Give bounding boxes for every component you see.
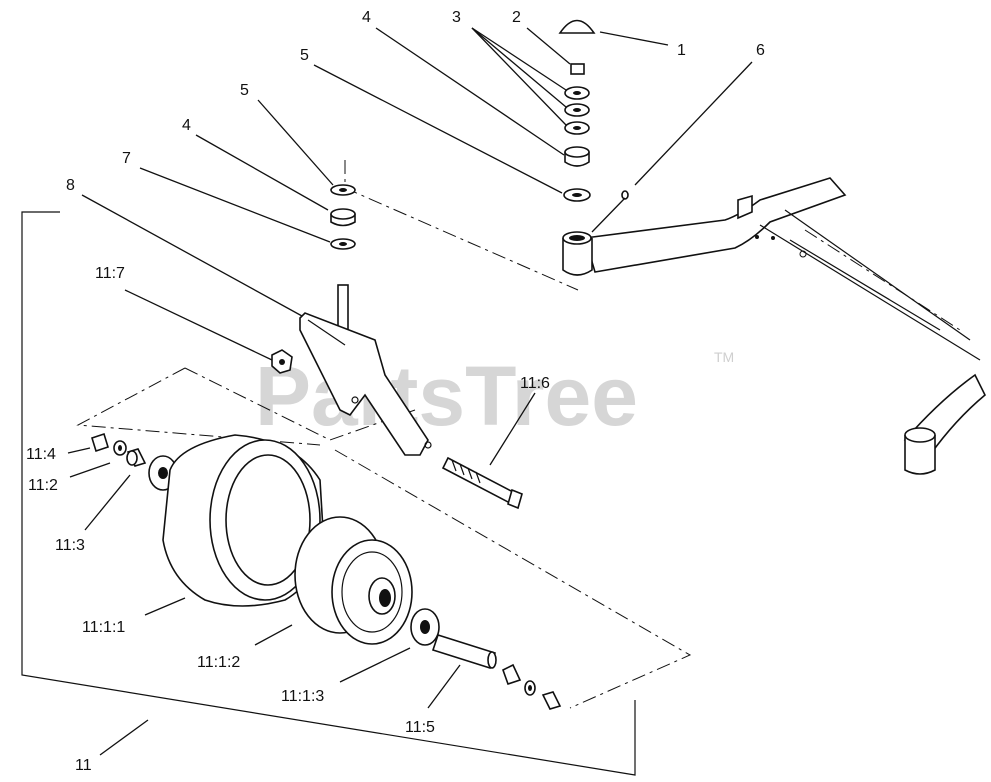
callout-11-6: 11:6 <box>520 375 550 392</box>
callout-11-2: 11:2 <box>28 477 58 494</box>
callout-11-1-2: 11:1:2 <box>197 654 240 671</box>
axle-tube-11-5 <box>431 634 497 669</box>
seal-11-2-left <box>113 440 127 456</box>
callout-11-3: 11:3 <box>55 537 85 554</box>
washers-3 <box>564 86 590 135</box>
watermark-text: PartsTree <box>255 349 638 443</box>
frame-arm <box>583 177 986 475</box>
callout-11-1-1: 11:1:1 <box>82 619 125 636</box>
callout-7: 7 <box>122 150 131 167</box>
caster-fork-8 <box>299 284 432 456</box>
bearing-11-3-left <box>126 448 147 467</box>
spacer-11-1-3 <box>410 608 440 646</box>
leader-lines <box>67 27 753 756</box>
callout-5-upper: 5 <box>300 47 309 64</box>
callout-11-1-3: 11:1:3 <box>281 688 324 705</box>
callout-11-7: 11:7 <box>95 265 125 282</box>
callout-11-5: 11:5 <box>405 719 435 736</box>
watermark-trademark: TM <box>714 349 734 365</box>
bolt-11-6 <box>441 456 523 510</box>
callout-4-upper: 4 <box>362 9 371 26</box>
tire-11-1-1 <box>162 434 324 607</box>
nut-2 <box>570 63 585 75</box>
bearing-4-upper <box>564 146 590 167</box>
nut-11-7 <box>271 349 293 374</box>
bearing-4-lower <box>330 208 356 227</box>
callout-3: 3 <box>452 9 461 26</box>
cap-1 <box>558 19 596 34</box>
callout-11: 11 <box>75 757 92 774</box>
spacer-11-4-left <box>91 432 109 453</box>
washer-5-lower <box>330 184 356 196</box>
callout-8: 8 <box>66 177 75 194</box>
grease-fitting <box>621 190 629 200</box>
callout-4-lower: 4 <box>182 117 191 134</box>
washer-7 <box>330 238 356 250</box>
centerline-upper <box>344 160 579 291</box>
callout-2: 2 <box>512 9 521 26</box>
spacer-11-4-right <box>502 663 522 686</box>
assembly-bracket-11 <box>21 211 636 776</box>
callout-11-4: 11:4 <box>26 446 56 463</box>
callout-6: 6 <box>756 42 765 59</box>
callout-5-lower: 5 <box>240 82 249 99</box>
pivot-housing <box>562 231 593 276</box>
centerline-wheel-right <box>334 449 692 709</box>
seal-11-2-right <box>524 680 536 696</box>
hub-11-1-2 <box>294 516 413 645</box>
callout-1: 1 <box>677 42 686 59</box>
bearing-11-3-right <box>541 691 562 710</box>
washer-5-upper <box>563 188 591 202</box>
